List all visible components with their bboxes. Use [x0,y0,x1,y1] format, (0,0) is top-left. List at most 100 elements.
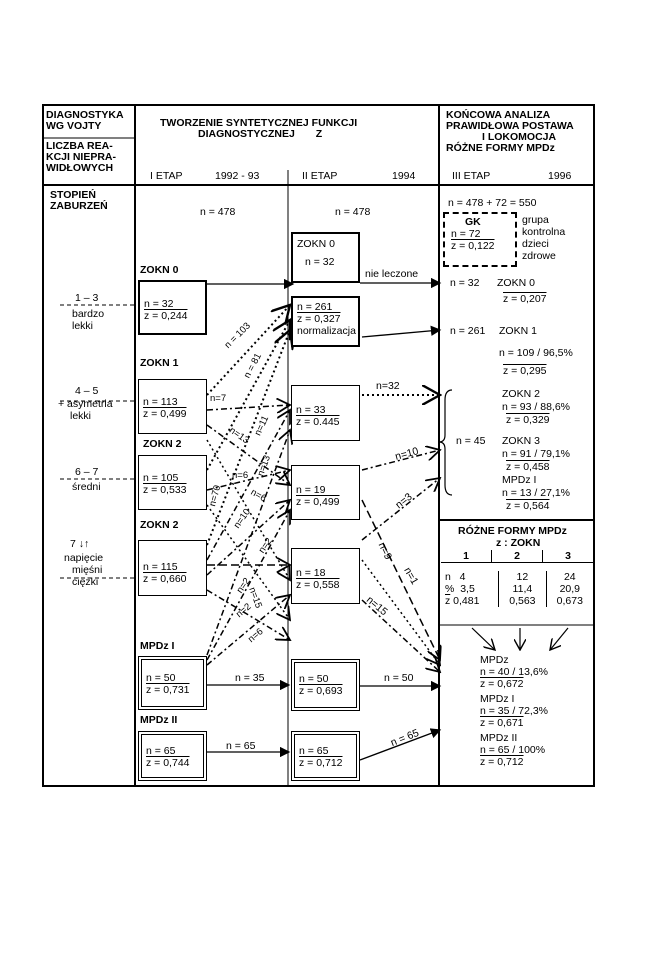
mpdz-results: MPDz n = 40 / 13,6% z = 0,672 MPDz I n =… [480,654,548,768]
col3-header-line2: PRAWIDŁOWA POSTAWA [446,120,574,132]
label-n32: n=32 [376,380,400,392]
r1-label: ZOKN 1 [499,325,537,337]
forms-n-2: 12 [516,571,529,583]
stage3-total: n = 478 + 72 = 550 [448,197,537,209]
gk-note1: grupa [522,214,549,226]
gk-note3: dzieci [522,238,549,250]
stage2-norm-z: z = 0,327 [297,313,341,325]
r4-z: z = 0,564 [506,500,550,512]
mpdz2-z: z = 0,712 [480,756,524,768]
mpdz1-count: n = 35 / 72,3% [480,705,549,717]
forms-col3: 3 [565,550,571,562]
r2-z: z = 0,329 [506,414,550,426]
stage1-zokn0-z: z = 0,244 [144,310,188,322]
stage2-box-mpdz2: n = 65 z = 0,712 [291,731,360,781]
grade4-label2: mięśni [72,564,103,576]
label-n50: n = 50 [384,672,414,684]
stage1-zokn0-n: n = 32 [144,298,174,310]
stage1-zokn2a-n: n = 105 [143,472,179,484]
forms-subtitle: z : ZOKN [496,537,541,549]
mpdz2-count: n = 65 / 100% [480,744,546,756]
r3-z: z = 0,458 [506,461,550,473]
col1-header-line1: DIAGNOSTYKA [46,109,124,121]
forms-n-3: 24 [563,571,576,583]
forms-table: 1 2 3 n 4 % 3,5 z 0,481 12 11,4 0,563 24… [441,550,593,607]
col2-header-line1: TWORZENIE SYNTETYCZNEJ FUNKCJI [160,117,358,129]
grade2-range: 4 – 5 [75,385,99,397]
col2-header: TWORZENIE SYNTETYCZNEJ FUNKCJI DIAGNOSTY… [160,118,410,140]
stage1-box-zokn2a: n = 105 z = 0,533 [138,455,207,510]
stage1-zokn2a-label: ZOKN 2 [143,438,182,450]
mpdz-title: MPDz [480,654,509,666]
grade1-label: bardzo lekki [72,308,104,332]
mpdz1-title: MPDz I [480,693,515,705]
gk-box: GK n = 72 z = 0,122 [443,212,517,267]
etap1-label: I ETAP [150,170,183,182]
mpdz-count: n = 40 / 13,6% [480,666,549,678]
grade3-range: 6 – 7 [75,466,99,478]
stage2-box-zokn0: ZOKN 0 n = 32 [291,232,360,283]
stage1-zokn2b-n: n = 115 [143,561,178,573]
label-n6a: n=6 [232,470,249,481]
forms-z-1: 0,481 [453,595,480,607]
stage2-mpdz1-z: z = 0,693 [299,685,343,697]
gk-n: n = 72 [451,228,481,240]
forms-col1: 1 [441,550,492,562]
etap2-years: 1994 [392,170,416,182]
grade1-range: 1 – 3 [75,292,99,304]
stage2-box19-n: n = 19 [296,484,326,496]
forms-z-2: 0,563 [509,595,536,607]
stage2-mpdz1-n: n = 50 [299,673,329,685]
stage2-mpdz2-n: n = 65 [299,745,329,757]
gk-note: grupa kontrolna dzieci zdrowe [522,214,565,262]
etap1-years: 1992 - 93 [215,170,260,182]
forms-pct-label: % [445,583,455,595]
stage1-zokn2a-z: z = 0,533 [143,484,187,496]
r4-count: n = 13 / 27,1% [502,487,571,499]
stage1-box-mpdz1: n = 50 z = 0,731 [138,656,207,710]
forms-n-label: n [445,571,451,583]
forms-header-row: 1 2 3 [441,550,593,562]
grade1-label2: lekki [72,320,94,332]
label-nie-leczone: nie leczone [365,268,419,280]
col2-header-line2: DIAGNOSTYCZNEJ [198,128,295,140]
label-n35: n = 35 [235,672,265,684]
stopien-label: STOPIEŃ ZABURZEŃ [50,190,108,212]
r3-count: n = 91 / 79,1% [502,448,571,460]
stage2-norm-n: n = 261 [297,301,333,313]
r3-label: ZOKN 3 [502,435,540,447]
stage1-box-zokn2b: n = 115 z = 0,660 [138,540,207,596]
col3-header-line3: I LOKOMOCJA [482,131,557,143]
forms-z-label: z [445,595,451,607]
forms-title: RÓŻNE FORMY MPDz [458,525,567,537]
mpdz1-z: z = 0,671 [480,717,524,729]
col2-header-z: Z [315,128,323,140]
grade4-label1: napięcie [64,552,104,564]
r1-z: z = 0,295 [503,365,547,377]
stopien-line1: STOPIEŃ [50,189,96,201]
stage1-zokn0-label: ZOKN 0 [140,264,179,276]
forms-cell-2: 12 11,4 0,563 [498,571,547,607]
stage1-zokn2b-z: z = 0,660 [143,573,187,585]
forms-n-1: 4 [459,571,466,583]
stage2-box33-n: n = 33 [296,404,326,416]
grade2-label: + asymetria lekki [58,398,113,422]
col1-header: DIAGNOSTYKA WG VOJTY [46,110,124,132]
col3-header-line1: KOŃCOWA ANALIZA [446,109,551,121]
mpdz-z: z = 0,672 [480,678,524,690]
stage1-mpdz2-n: n = 65 [146,745,176,757]
col1-sub-line2: KCJI NIEPRA- [46,151,117,163]
stage1-mpdz1-label: MPDz I [140,640,175,652]
col1-sub-line3: WIDŁOWYCH [46,162,114,174]
etap3-label: III ETAP [452,170,491,182]
etap3-years: 1996 [548,170,572,182]
forms-cell-1: n 4 % 3,5 z 0,481 [441,571,500,607]
stage2-box-33: n = 33 z = 0.445 [291,385,360,441]
stage1-mpdz1-z: z = 0,731 [146,684,190,696]
grade2-label1: + asymetria [58,398,113,410]
stage2-box-norm: n = 261 z = 0,327 normalizacja [291,296,360,347]
forms-pct-2: 11,4 [512,583,533,595]
grade4-range: 7 ↓↑ [70,538,90,550]
stage1-zokn2b-label: ZOKN 2 [140,519,179,531]
